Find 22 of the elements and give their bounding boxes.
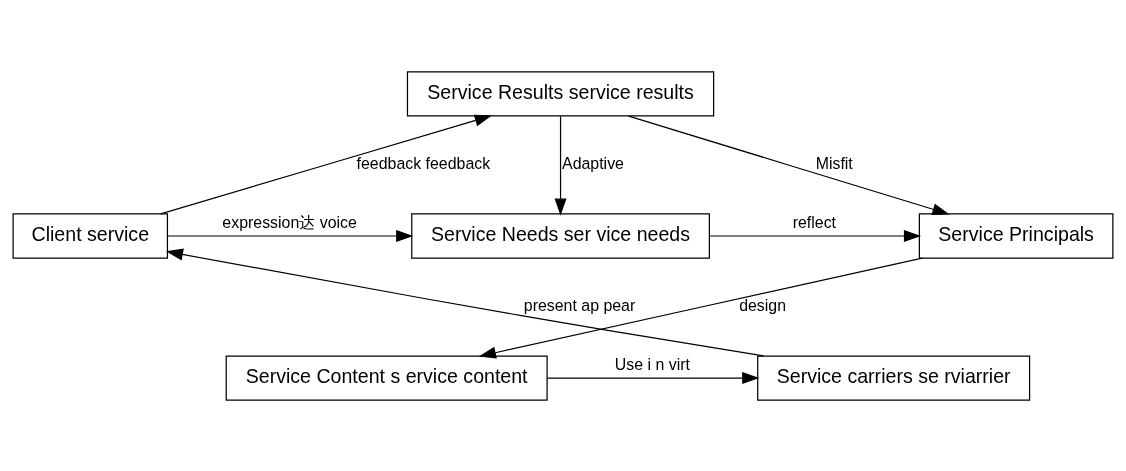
node-box: Service Content s ervice content bbox=[225, 354, 548, 401]
arrow bbox=[167, 229, 414, 242]
arrow bbox=[546, 371, 760, 384]
arrow bbox=[478, 256, 923, 359]
node-box: Service Needs ser vice needs bbox=[411, 212, 710, 259]
arrow bbox=[708, 229, 922, 242]
arrow bbox=[628, 114, 950, 215]
edge-label: Use i n virt bbox=[614, 355, 690, 373]
node-box: Client service bbox=[12, 212, 169, 259]
arrow bbox=[165, 248, 765, 357]
edge-label: Misfit bbox=[815, 154, 853, 172]
arrow bbox=[554, 115, 567, 216]
edge-label: present ap pear bbox=[523, 296, 636, 314]
node-box: Service carriers se rviarrier bbox=[757, 354, 1031, 401]
edge-label: expression达 voice bbox=[222, 213, 357, 231]
arrow bbox=[160, 114, 492, 214]
node-box: Service Principals bbox=[918, 212, 1114, 259]
edge-label: feedback feedback bbox=[356, 154, 491, 172]
node-box: Service Results service results bbox=[406, 70, 715, 117]
edge-label: reflect bbox=[792, 213, 837, 231]
edge-label: design bbox=[739, 296, 787, 314]
edge-label: Adaptive bbox=[562, 154, 624, 172]
